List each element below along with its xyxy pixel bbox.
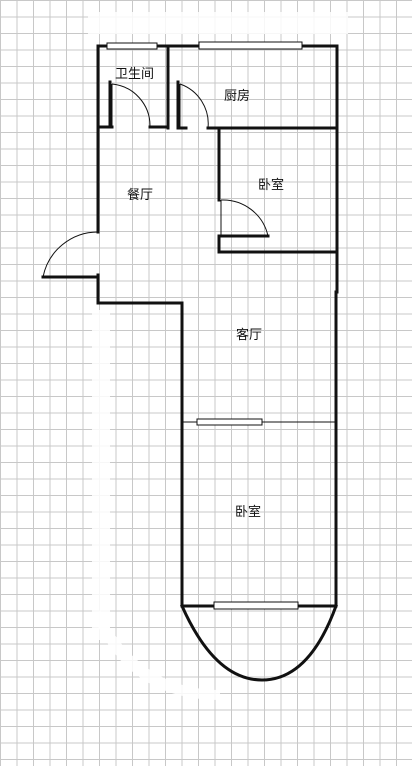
top-haze (88, 12, 348, 34)
kitchen-door (179, 83, 209, 129)
room-label-living: 客厅 (236, 327, 262, 343)
room-label-bathroom: 卫生间 (115, 67, 154, 82)
room-label-dining: 餐厅 (127, 187, 153, 203)
bedroom-window-upper (196, 418, 263, 426)
balcony-window (213, 601, 299, 610)
bathroom-door (111, 83, 151, 127)
bottom-haze (95, 610, 220, 700)
windows (106, 41, 303, 610)
kitchen-window (198, 41, 303, 50)
bay-balcony (180, 604, 338, 682)
interior-walls (96, 44, 339, 423)
bedroom-door (220, 199, 269, 237)
left-haze (92, 310, 110, 640)
room-label-bedroom-1: 卧室 (258, 177, 284, 193)
room-label-bedroom-2: 卧室 (235, 504, 261, 520)
entrance-door (42, 231, 99, 278)
outer-walls (41, 44, 339, 608)
room-label-kitchen: 厨房 (224, 88, 250, 104)
bathroom-window (106, 42, 158, 50)
doors (42, 83, 269, 278)
